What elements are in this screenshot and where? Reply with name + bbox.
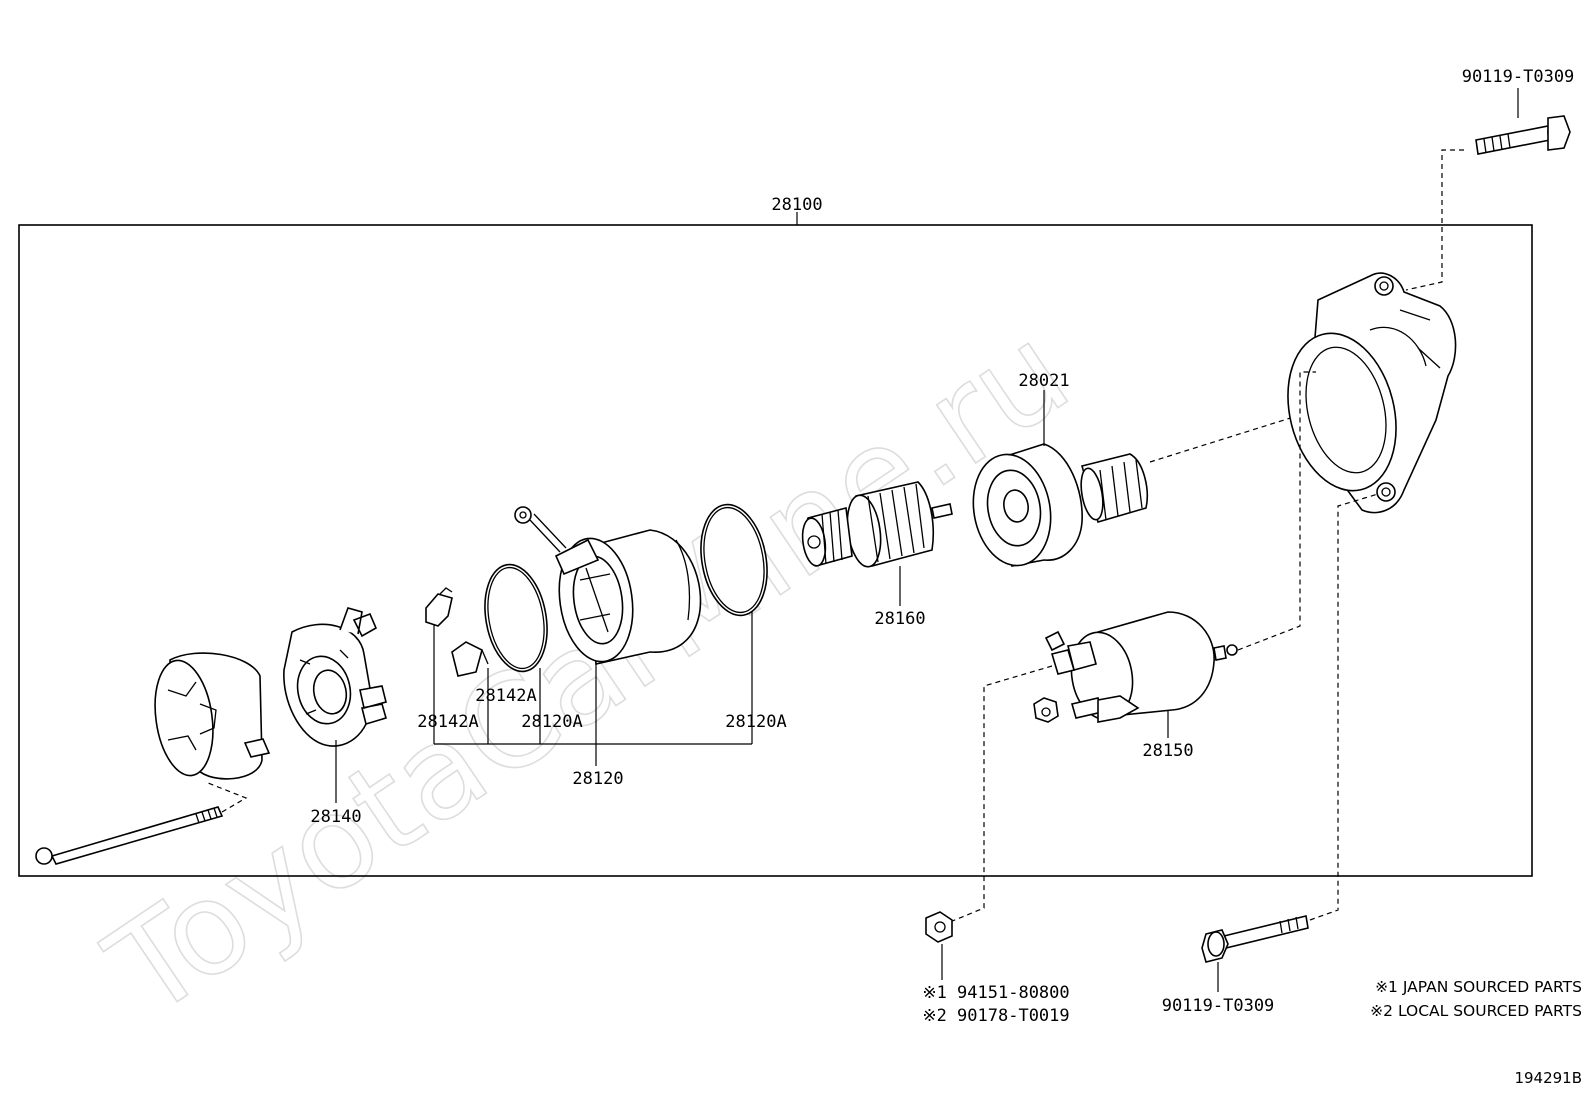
label-28150: 28150: [1142, 741, 1193, 761]
label-28142a-upper: 28142A: [475, 686, 536, 706]
brush-spring: [425, 587, 453, 627]
label-28140: 28140: [310, 807, 361, 827]
diagram-code: 194291B: [1514, 1069, 1582, 1087]
solenoid: [1044, 611, 1238, 723]
assembly-label: 28100: [771, 195, 822, 215]
label-28120: 28120: [572, 769, 623, 789]
end-cover: [154, 652, 271, 780]
starter-clutch: [972, 443, 1148, 567]
bolt-top: [1475, 115, 1571, 155]
legend-local: ※2 LOCAL SOURCED PARTS: [1370, 1002, 1582, 1020]
brush-holder: [283, 607, 387, 747]
assembly-frame: [18, 224, 1533, 877]
yoke: [514, 506, 702, 665]
drive-housing: [1287, 272, 1457, 514]
through-bolt: [35, 806, 224, 865]
label-28160: 28160: [874, 609, 925, 629]
label-28120a-right: 28120A: [725, 712, 786, 732]
solenoid-nut: [1033, 697, 1059, 723]
armature: [801, 481, 953, 568]
label-28120a-left: 28120A: [521, 712, 582, 732]
label-nut-local: ※2 90178-T0019: [922, 1006, 1069, 1026]
o-ring-right: [700, 503, 768, 617]
label-28021: 28021: [1018, 371, 1069, 391]
o-ring-left: [484, 563, 548, 673]
brush: [451, 641, 489, 677]
label-nut-japan: ※1 94151-80800: [922, 983, 1069, 1003]
label-bolt-bottom: 90119-T0309: [1162, 996, 1275, 1016]
bolt-bottom: [1201, 915, 1309, 963]
bottom-nut: [925, 911, 953, 943]
label-28142a-lower: 28142A: [417, 712, 478, 732]
label-bolt-top: 90119-T0309: [1462, 67, 1575, 87]
legend-japan: ※1 JAPAN SOURCED PARTS: [1375, 978, 1582, 996]
